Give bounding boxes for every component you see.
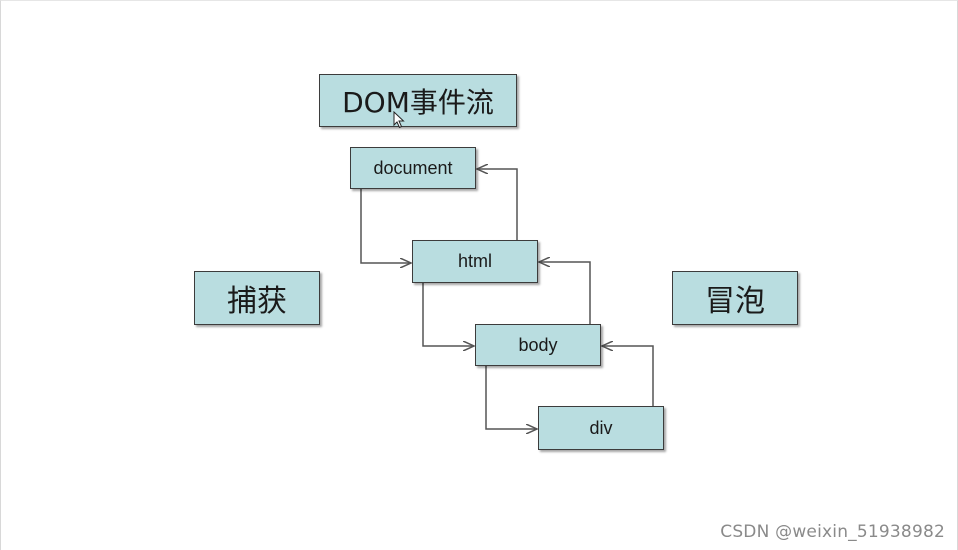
title-box: DOM事件流	[319, 74, 517, 127]
node-document: document	[350, 147, 476, 189]
node-body: body	[475, 324, 601, 366]
bubble-label: 冒泡	[705, 284, 765, 319]
capture-label: 捕获	[227, 284, 287, 319]
mouse-cursor-icon	[393, 111, 405, 129]
bubble-arrow-html-document	[477, 169, 518, 240]
node-div-label: div	[589, 417, 613, 438]
node-html: html	[412, 240, 538, 283]
bubble-box: 冒泡	[672, 271, 798, 325]
bubble-arrow-div-body	[602, 346, 654, 406]
page-title: DOM事件流	[342, 85, 494, 119]
capture-arrow-html-body	[422, 283, 474, 346]
capture-arrow-body-div	[485, 366, 537, 429]
node-body-label: body	[518, 334, 558, 355]
node-div: div	[538, 406, 664, 450]
capture-arrow-document-html	[360, 188, 411, 263]
node-html-label: html	[457, 251, 492, 271]
bubble-arrow-body-html	[539, 262, 591, 324]
node-document-label: document	[373, 157, 453, 178]
watermark: CSDN @weixin_51938982	[720, 522, 945, 542]
capture-box: 捕获	[194, 271, 320, 325]
